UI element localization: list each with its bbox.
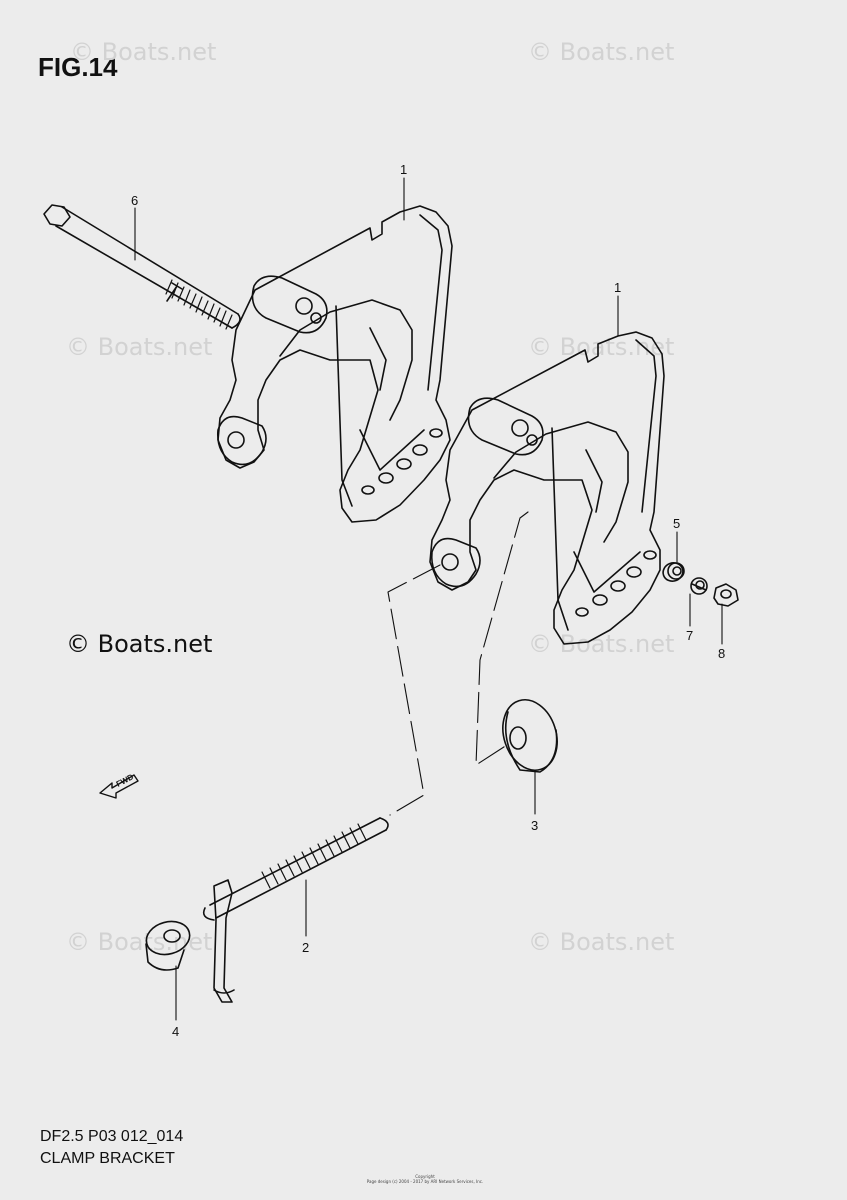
callout-label: 8 [718, 646, 725, 661]
figure-caption: CLAMP BRACKET [40, 1150, 175, 1167]
washer [662, 562, 685, 582]
callout-label: 7 [686, 628, 693, 643]
callout-label: 6 [131, 193, 138, 208]
callouts: 1 1 2 3 4 5 6 7 8 [131, 162, 725, 1039]
copyright-notice: Copyright Page design (c) 2004 - 2017 by… [300, 1174, 550, 1184]
spring-washer [690, 577, 708, 595]
through-bolt [43, 204, 241, 330]
clamp-bracket-left [216, 205, 453, 523]
callout-label: 2 [302, 940, 309, 955]
clamp-screw [202, 817, 389, 1003]
callout-label: 1 [614, 280, 621, 295]
watermark: © Boats.net [528, 38, 675, 66]
callout-label: 3 [531, 818, 538, 833]
copyright-line: Copyright [415, 1174, 435, 1179]
callout-label: 1 [400, 162, 407, 177]
figure-code: DF2.5 P03 012_014 [40, 1128, 184, 1145]
watermark: © Boats.net [70, 38, 217, 66]
figure-title: FIG.14 [38, 52, 118, 82]
callout-label: 5 [673, 516, 680, 531]
clamp-bracket-right [429, 331, 665, 645]
fwd-arrow-icon: FWD [99, 772, 139, 799]
nut [713, 583, 739, 607]
clamp-screw-bushing [145, 920, 191, 971]
copyright-line: Page design (c) 2004 - 2017 by ARI Netwo… [366, 1179, 484, 1184]
watermark: © Boats.net [66, 333, 213, 361]
watermark-main: © Boats.net [66, 630, 213, 658]
watermark: © Boats.net [528, 928, 675, 956]
clamp-plate [502, 699, 558, 773]
callout-label: 4 [172, 1024, 179, 1039]
